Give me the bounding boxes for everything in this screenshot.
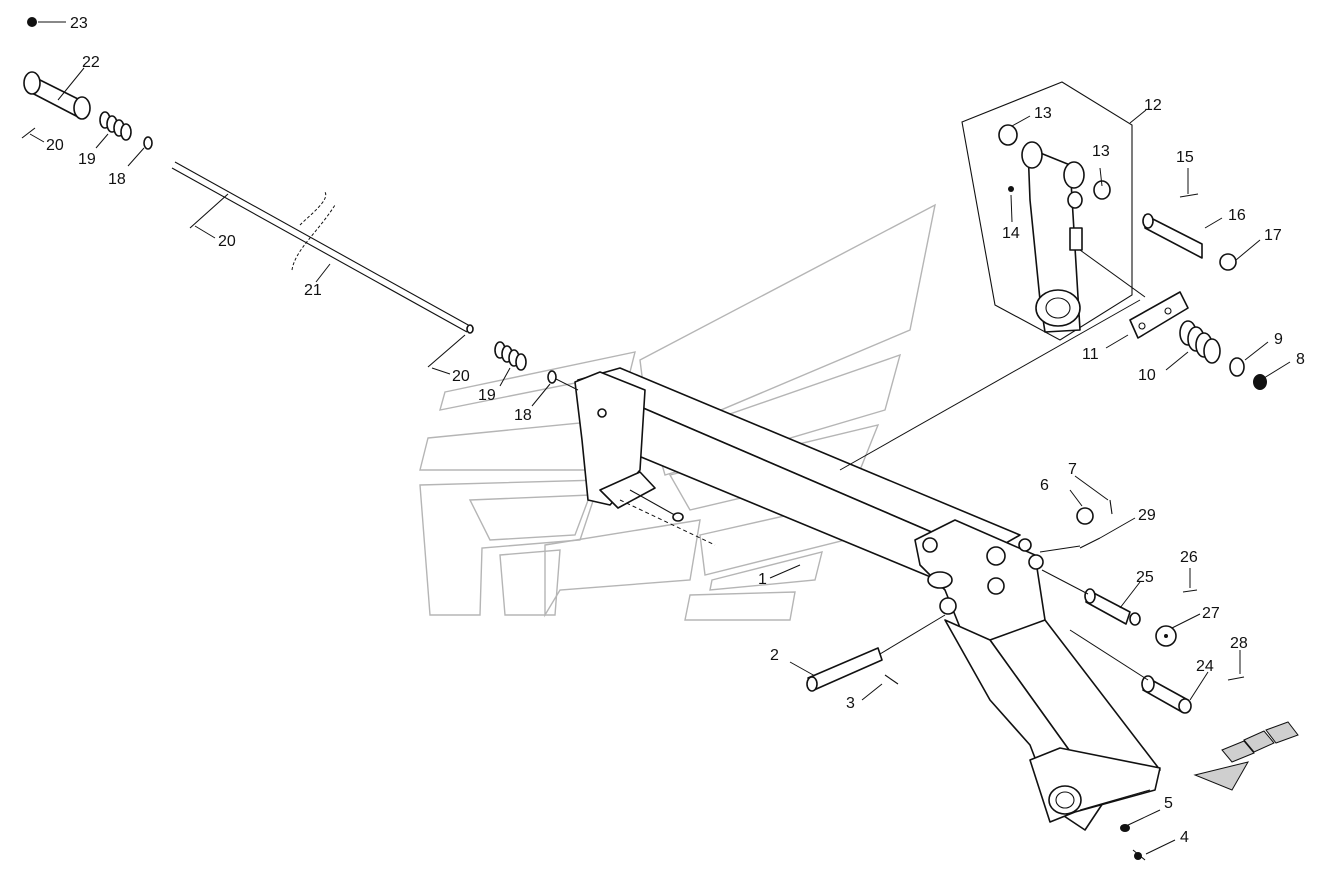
pin-28 — [1227, 676, 1245, 681]
label-11: 11 — [1082, 346, 1099, 363]
pin-7 — [1109, 499, 1113, 515]
label-7: 7 — [1068, 461, 1077, 478]
label-24: 24 — [1196, 658, 1214, 675]
label-29: 29 — [1138, 507, 1156, 524]
label-21: 21 — [304, 282, 322, 299]
inset-12 — [961, 81, 1237, 341]
boom-arm — [574, 367, 1161, 831]
label-1: 1 — [758, 571, 767, 588]
label-16: 16 — [1228, 207, 1246, 224]
label-18a: 18 — [108, 171, 126, 188]
label-6: 6 — [1040, 477, 1049, 494]
nut-8 — [1253, 374, 1267, 390]
pin-29 — [1079, 537, 1101, 549]
label-18b: 18 — [514, 407, 532, 424]
label-10: 10 — [1138, 367, 1156, 384]
label-25: 25 — [1136, 569, 1154, 586]
washer-5 — [1120, 824, 1130, 832]
label-27: 27 — [1202, 605, 1220, 622]
pin-2 — [806, 614, 946, 692]
label-12: 12 — [1144, 97, 1162, 114]
pin-25 — [1041, 569, 1141, 626]
label-8: 8 — [1296, 351, 1305, 368]
sleeve-22 — [21, 71, 91, 139]
label-15: 15 — [1176, 149, 1194, 166]
washer-9 — [1229, 357, 1245, 377]
label-19a: 19 — [78, 151, 96, 168]
label-22: 22 — [82, 54, 100, 71]
label-14: 14 — [1002, 225, 1020, 242]
leader-lines — [29, 21, 1291, 855]
label-4: 4 — [1180, 829, 1189, 846]
label-2: 2 — [770, 647, 779, 664]
spring-19-top — [99, 111, 153, 150]
label-3: 3 — [846, 695, 855, 712]
pin-3 — [884, 674, 899, 685]
label-28: 28 — [1230, 635, 1248, 652]
label-13a: 13 — [1034, 105, 1052, 122]
label-17: 17 — [1264, 227, 1282, 244]
spring-19-bottom — [494, 341, 579, 391]
label-5: 5 — [1164, 795, 1173, 812]
pin-26 — [1182, 589, 1198, 593]
label-23: 23 — [70, 15, 88, 32]
label-20b: 20 — [218, 233, 236, 250]
label-26: 26 — [1180, 549, 1198, 566]
spring-10 — [1179, 320, 1221, 364]
part-labels: 1 2 3 4 5 6 7 8 9 10 11 12 13 13 14 15 1… — [46, 15, 1305, 846]
cap-23 — [27, 17, 37, 27]
label-20c: 20 — [452, 368, 470, 385]
label-13b: 13 — [1092, 143, 1110, 160]
washer-6 — [1076, 507, 1094, 525]
plate-11 — [1129, 291, 1189, 339]
label-19b: 19 — [478, 387, 496, 404]
label-20a: 20 — [46, 137, 64, 154]
pin-24 — [1069, 629, 1192, 714]
label-9: 9 — [1274, 331, 1283, 348]
direction-arrow-icon — [1193, 721, 1299, 791]
rod-21 — [171, 161, 474, 368]
